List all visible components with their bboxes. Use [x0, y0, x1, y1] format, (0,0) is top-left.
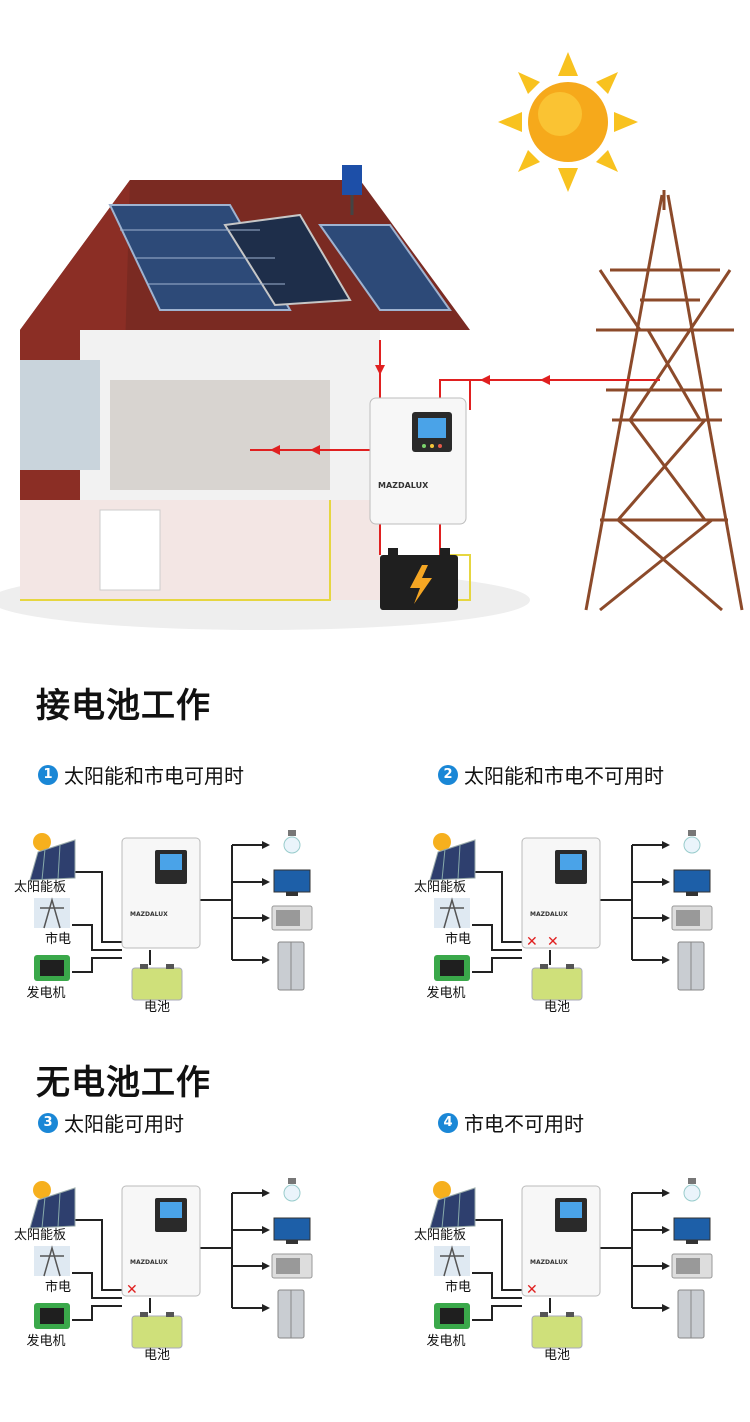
label-generator: 发电机 [426, 986, 466, 1001]
inverter-icon [521, 837, 601, 949]
label-battery: 电池 [543, 1000, 570, 1015]
sun-icon [498, 52, 638, 192]
label-grid: 市电 [44, 1280, 71, 1295]
inverter-icon [121, 837, 201, 949]
wires [72, 1192, 262, 1321]
solar-panel-icon [429, 1181, 476, 1229]
microwave-icon [671, 905, 713, 931]
section-title-without-battery: 无电池工作 [36, 1063, 211, 1103]
generator-icon [434, 1303, 470, 1329]
tv-icon [673, 1217, 711, 1244]
refrigerator-icon [677, 941, 705, 991]
light-bulb-icon [283, 1178, 301, 1202]
scenario-number-badge: 2 [438, 764, 458, 785]
generator-icon [34, 1303, 70, 1329]
battery-icon [131, 964, 183, 1001]
flow-arrows [270, 365, 550, 455]
power-tower-icon [584, 190, 744, 612]
label-generator: 发电机 [26, 986, 66, 1001]
wires [72, 844, 262, 973]
system-schematic: MAZDALUX [29, 830, 313, 1001]
system-schematic: MAZDALUX ✕ ✕ [429, 830, 713, 1001]
scenario-diagram-4: 4 市电不可用时 MAZDALUX ✕ 太阳能板市电发电机电池 [400, 1108, 750, 1398]
disconnected-x-mark: ✕ [126, 1282, 138, 1298]
label-generator: 发电机 [26, 1334, 66, 1349]
light-bulb-icon [283, 830, 301, 854]
label-solar: 太阳能板 [13, 1228, 66, 1243]
battery-icon [531, 1312, 583, 1349]
inverter-icon [121, 1185, 201, 1297]
power-pylon-icon [434, 1245, 470, 1277]
label-battery: 电池 [543, 1348, 570, 1363]
label-grid: 市电 [44, 932, 71, 947]
scenario-diagram-2: 2 太阳能和市电不可用时 MAZDALUX ✕ ✕ 太阳能板市电发电机电池 [400, 760, 750, 1050]
hero-illustration: MAZDALUX [0, 52, 744, 630]
generator-icon [434, 955, 470, 981]
scenario-title: 3 太阳能可用时 [38, 1108, 184, 1137]
tv-icon [673, 869, 711, 896]
tv-icon [273, 869, 311, 896]
label-grid: 市电 [444, 1280, 471, 1295]
label-solar: 太阳能板 [413, 880, 466, 895]
house-illustration [20, 165, 470, 600]
microwave-icon [271, 905, 313, 931]
hero-inverter-brand: MAZDALUX [378, 481, 429, 490]
label-solar: 太阳能板 [13, 880, 66, 895]
disconnected-x-mark: ✕ [547, 934, 559, 950]
battery-icon [131, 1312, 183, 1349]
label-solar: 太阳能板 [413, 1228, 466, 1243]
hero-inverter [369, 397, 467, 525]
light-bulb-icon [683, 1178, 701, 1202]
system-schematic: MAZDALUX ✕ [29, 1178, 313, 1349]
battery-icon [531, 964, 583, 1001]
scenario-number-badge: 3 [38, 1112, 58, 1133]
disconnected-x-mark: ✕ [526, 1282, 538, 1298]
refrigerator-icon [677, 1289, 705, 1339]
system-schematic: MAZDALUX ✕ [429, 1178, 713, 1349]
scenario-title: 1 太阳能和市电可用时 [38, 760, 244, 789]
inverter-brand: MAZDALUX [130, 1259, 168, 1266]
microwave-icon [271, 1253, 313, 1279]
scenario-title: 4 市电不可用时 [438, 1108, 584, 1137]
scenario-diagram-1: 1 太阳能和市电可用时 MAZDALUX 太阳能板市电发电机电池 [0, 760, 375, 1050]
power-pylon-icon [434, 897, 470, 929]
tv-icon [273, 1217, 311, 1244]
disconnected-x-mark: ✕ [526, 934, 538, 950]
power-pylon-icon [34, 1245, 70, 1277]
label-battery: 电池 [143, 1348, 170, 1363]
inverter-icon [521, 1185, 601, 1297]
section-title-with-battery: 接电池工作 [36, 686, 211, 726]
scenario-title-text: 太阳能和市电可用时 [64, 764, 244, 788]
solar-panel-icon [429, 833, 476, 881]
inverter-brand: MAZDALUX [130, 911, 168, 918]
microwave-icon [671, 1253, 713, 1279]
scenario-diagram-3: 3 太阳能可用时 MAZDALUX ✕ 太阳能板市电发电机电池 [0, 1108, 375, 1398]
scenario-number-badge: 1 [38, 764, 58, 785]
solar-panel-icon [29, 1181, 76, 1229]
power-pylon-icon [34, 897, 70, 929]
solar-panel-icon [29, 833, 76, 881]
scenario-title-text: 市电不可用时 [464, 1112, 584, 1136]
hero-battery-icon [380, 548, 458, 610]
scenario-title: 2 太阳能和市电不可用时 [438, 760, 664, 789]
inverter-brand: MAZDALUX [530, 911, 568, 918]
label-generator: 发电机 [426, 1334, 466, 1349]
label-grid: 市电 [444, 932, 471, 947]
label-battery: 电池 [143, 1000, 170, 1015]
scenario-title-text: 太阳能和市电不可用时 [464, 764, 664, 788]
wires [472, 1192, 662, 1321]
refrigerator-icon [277, 1289, 305, 1339]
light-bulb-icon [683, 830, 701, 854]
generator-icon [34, 955, 70, 981]
scenario-title-text: 太阳能可用时 [64, 1112, 184, 1136]
wires [472, 844, 662, 973]
refrigerator-icon [277, 941, 305, 991]
inverter-brand: MAZDALUX [530, 1259, 568, 1266]
scenario-number-badge: 4 [438, 1112, 458, 1133]
